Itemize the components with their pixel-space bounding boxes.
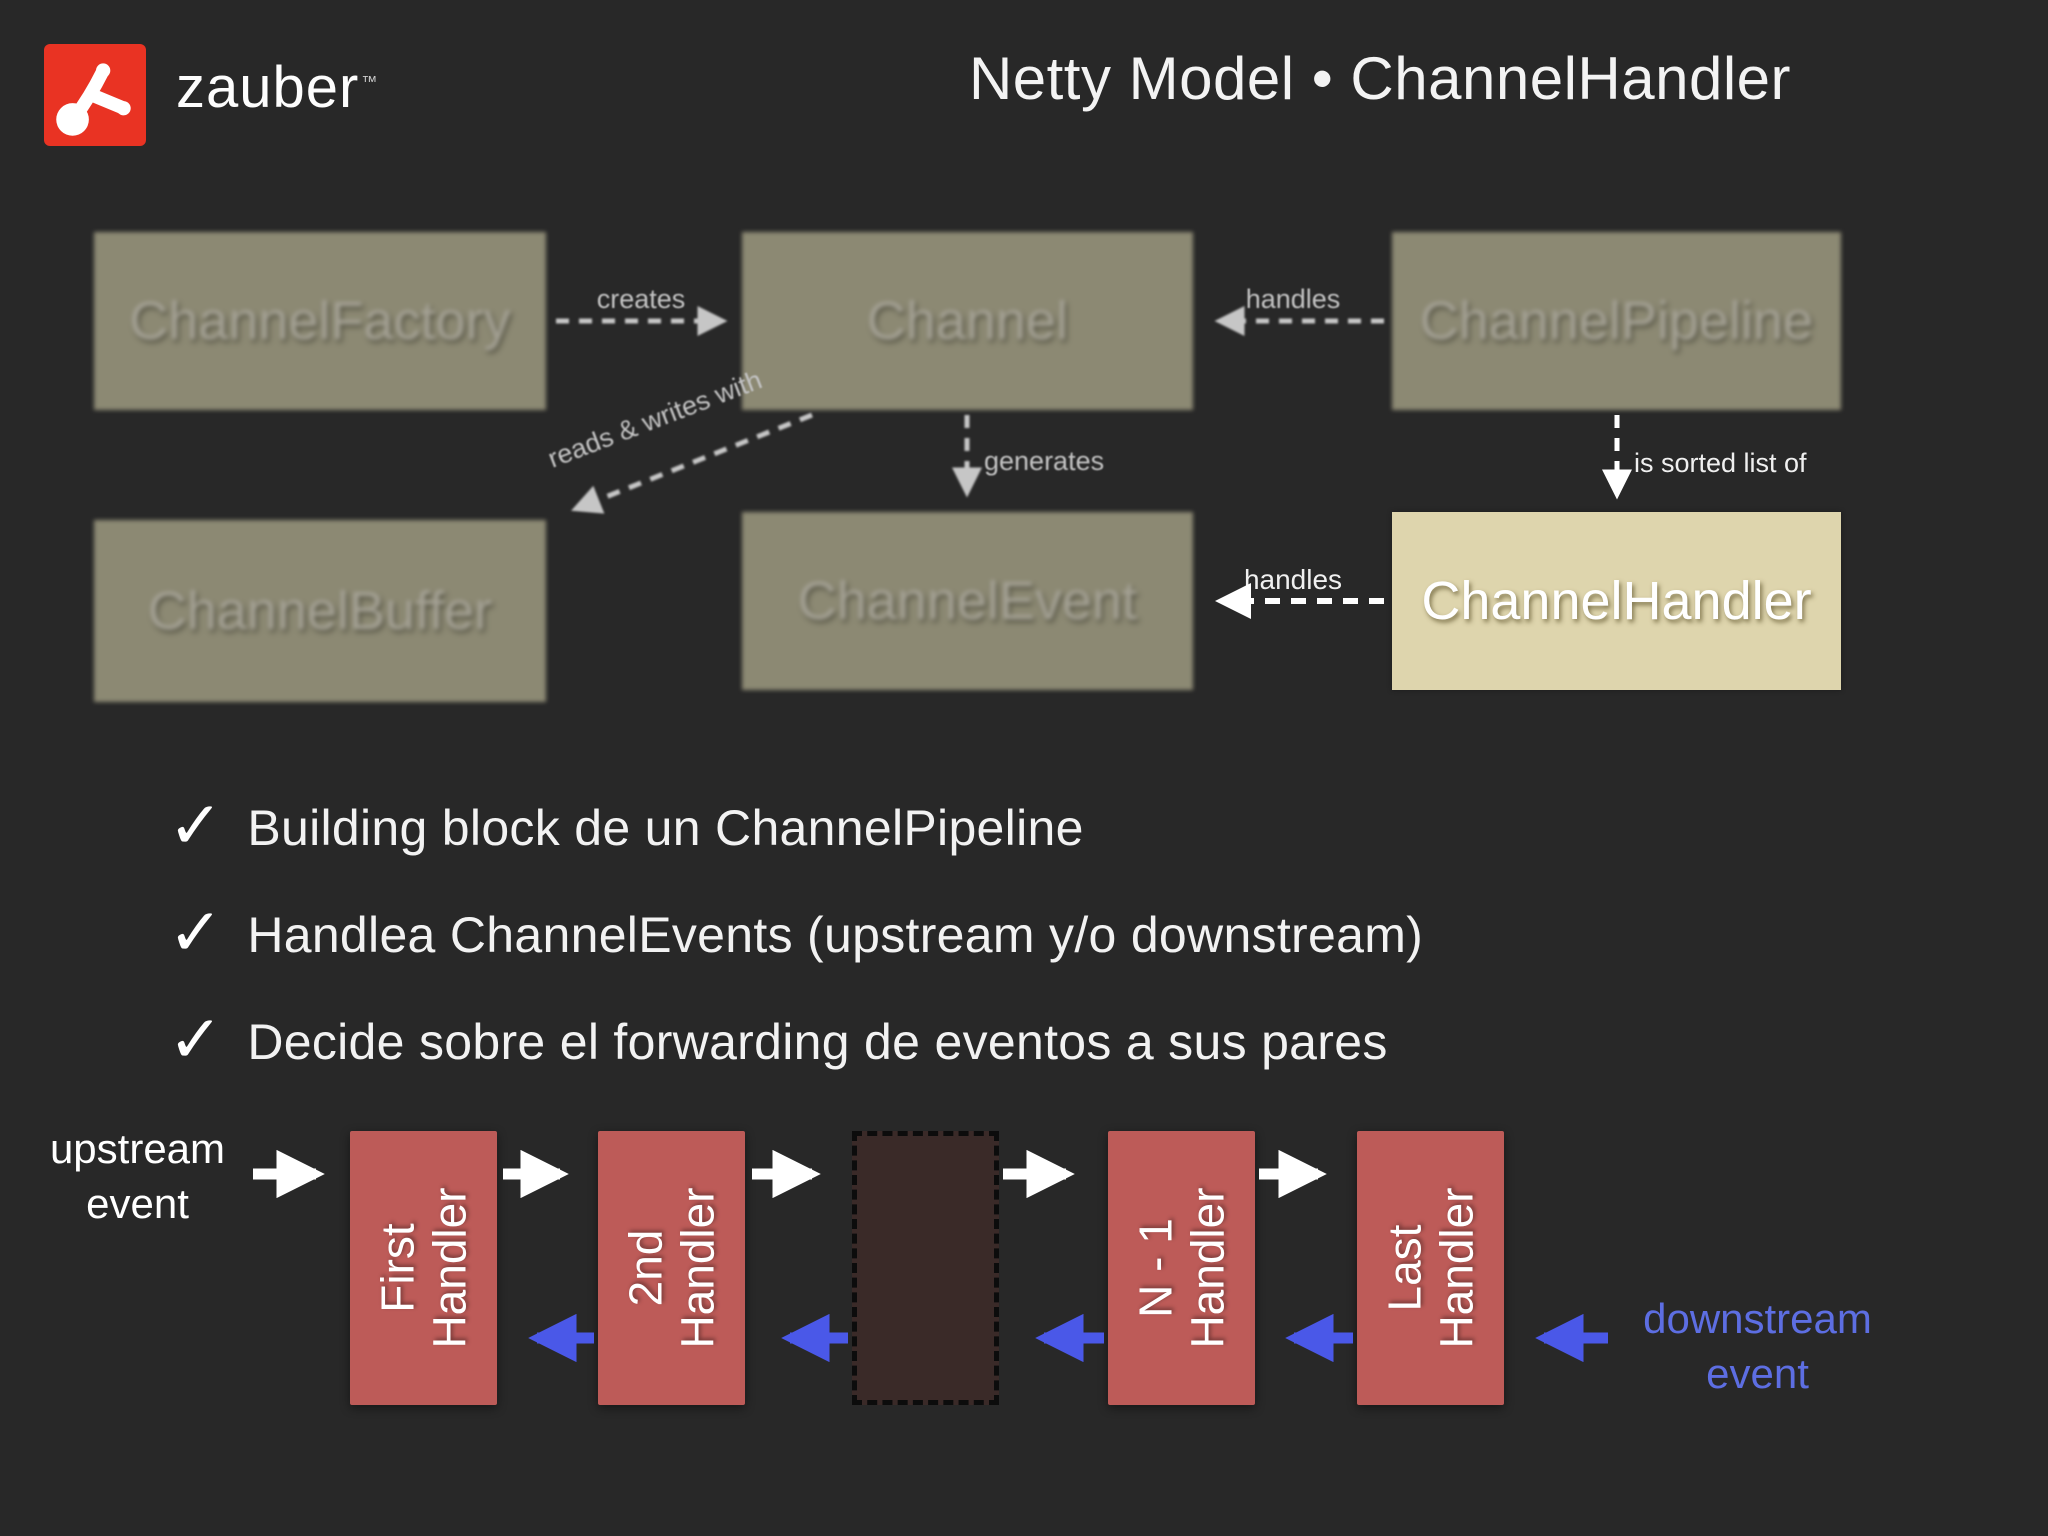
handler-box-label: N - 1 Handler [1108,1131,1255,1405]
box-channel-event: ChannelEvent [742,512,1193,690]
edge-label-handles-bottom: handles [1243,564,1343,595]
bullet-text: Building block de un ChannelPipeline [247,800,1084,856]
handler-box-n-minus-1: N - 1 Handler [1108,1131,1255,1405]
handler-box-placeholder [852,1131,999,1405]
edge-label-is-sorted-list: is sorted list of [1634,448,1807,478]
edge-label-generates: generates [984,446,1105,476]
check-icon: ✓ [168,1002,224,1076]
handler-box-label: First Handler [350,1131,497,1405]
check-icon: ✓ [168,788,224,862]
handler-box-last: Last Handler [1357,1131,1504,1405]
handler-label-line1: 2nd [618,1229,671,1307]
zauber-logo-icon [56,63,131,136]
box-channel-factory: ChannelFactory [94,232,546,410]
handler-label-line2: Handler [670,1187,723,1349]
box-channel: Channel [742,232,1193,410]
edge-label-reads-writes: reads & writes with [543,364,766,474]
bullet-text: Handlea ChannelEvents (upstream y/o down… [247,907,1424,963]
bullet-text: Decide sobre el forwarding de eventos a … [247,1014,1388,1070]
upstream-event-label: upstream event [49,1125,226,1227]
handler-label-line1: Last [1377,1224,1430,1312]
handler-box-first: First Handler [350,1131,497,1405]
bullet-building-block: ✓ Building block de un ChannelPipeline [168,792,1084,864]
edge-label-creates: creates [596,284,686,314]
handler-box-2nd: 2nd Handler [598,1131,745,1405]
handler-label-line2: Handler [1429,1187,1482,1349]
logo-trademark: ™ [361,73,379,91]
zauber-logo [44,44,146,146]
edge-label-handles-top: handles [1245,284,1341,314]
bullet-handles-events: ✓ Handlea ChannelEvents (upstream y/o do… [168,899,1424,971]
check-icon: ✓ [168,895,224,969]
box-channel-handler: ChannelHandler [1392,512,1841,690]
slide-title: Netty Model • ChannelHandler [968,45,1792,112]
handler-label-line2: Handler [422,1187,475,1349]
handler-label-line1: N - 1 [1128,1218,1181,1318]
box-channel-pipeline: ChannelPipeline [1392,232,1841,410]
handler-box-label: 2nd Handler [598,1131,745,1405]
handler-label-line1: First [370,1223,423,1313]
bullet-forwarding: ✓ Decide sobre el forwarding de eventos … [168,1006,1388,1078]
handler-box-label: Last Handler [1357,1131,1504,1405]
downstream-event-label: downstream event [1643,1295,1872,1397]
box-channel-buffer: ChannelBuffer [94,520,546,702]
handler-label-line2: Handler [1180,1187,1233,1349]
logo-wordmark-text: zauber [176,55,360,120]
